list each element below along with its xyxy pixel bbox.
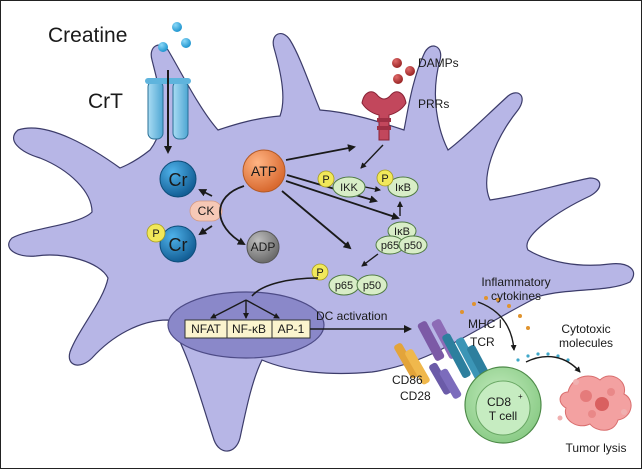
cytotoxic-molecule-dots bbox=[516, 352, 570, 362]
ck-curve-arrow bbox=[219, 185, 246, 245]
label-inflammatory: Inflammatory bbox=[481, 275, 550, 289]
prr-receptor bbox=[361, 91, 407, 141]
label-ikk: IKK bbox=[340, 182, 358, 194]
label-ikb: IκB bbox=[395, 182, 411, 194]
label-ikb-complex: IκB bbox=[394, 226, 410, 238]
cytotoxic-arrow bbox=[525, 355, 581, 373]
cr-ball-bottom bbox=[159, 225, 197, 263]
ck-pill bbox=[189, 200, 223, 222]
cd86-cd28-receptors bbox=[394, 343, 462, 399]
ck-arrow-to-cr bbox=[198, 189, 213, 197]
mhc-tcr-receptors bbox=[417, 319, 492, 383]
label-p-p65: P bbox=[316, 267, 323, 279]
creatine-molecules bbox=[158, 22, 191, 52]
label-cr-top: Cr bbox=[169, 170, 188, 190]
label-p50-complex: p50 bbox=[404, 240, 422, 252]
arrow-nuclear-translocation bbox=[251, 277, 319, 297]
arrow-atp-to-ikb-p65 bbox=[285, 180, 400, 220]
label-p65: p65 bbox=[335, 280, 353, 292]
label-cd28: CD28 bbox=[400, 389, 431, 403]
ikb-pill bbox=[387, 176, 419, 198]
cytokine-arrow bbox=[477, 301, 517, 351]
label-p50: p50 bbox=[363, 280, 381, 292]
label-ck: CK bbox=[198, 204, 215, 218]
phosphate-on-ikb bbox=[376, 169, 394, 187]
phosphate-on-cr bbox=[146, 223, 166, 243]
label-tcr: TCR bbox=[470, 335, 495, 349]
arrow-atp-to-p65p50 bbox=[281, 190, 352, 250]
label-dc-activation: DC activation bbox=[316, 309, 387, 323]
arrow-prr-to-ikk bbox=[360, 144, 384, 169]
t-cell-nucleus bbox=[475, 380, 531, 436]
label-crt: CrT bbox=[88, 90, 123, 113]
label-p-cr: P bbox=[152, 228, 159, 240]
tumor-cell-cluster bbox=[557, 375, 632, 431]
label-cr-bottom: Cr bbox=[169, 235, 188, 255]
ck-arrow-to-pcr bbox=[198, 225, 213, 236]
label-cd8-superscript: + bbox=[518, 392, 523, 401]
atp-ball bbox=[242, 149, 286, 193]
phosphate-on-ikk bbox=[317, 170, 335, 188]
label-p-ikb: P bbox=[381, 173, 388, 185]
label-adp: ADP bbox=[251, 240, 276, 254]
label-ap1: AP-1 bbox=[278, 322, 305, 336]
label-damps: DAMPs bbox=[418, 56, 459, 70]
ikk-pill bbox=[332, 176, 366, 198]
arrow-complex-to-p65p50 bbox=[361, 253, 379, 267]
adp-ball bbox=[246, 230, 280, 264]
arrow-atp-to-ikk bbox=[285, 144, 356, 161]
label-p-ikk: P bbox=[322, 174, 329, 186]
label-cd86: CD86 bbox=[392, 373, 423, 387]
label-atp: ATP bbox=[251, 163, 277, 179]
label-cd8: CD8 bbox=[487, 395, 511, 409]
label-nfkb: NF-κB bbox=[232, 322, 266, 336]
label-nfat: NFAT bbox=[191, 322, 221, 336]
label-creatine: Creatine bbox=[48, 24, 127, 47]
label-cytokines: cytokines bbox=[491, 289, 541, 303]
label-cytotoxic: Cytotoxic bbox=[561, 322, 610, 336]
inflammatory-cytokine-dots bbox=[460, 296, 530, 330]
dendritic-cell-body bbox=[8, 32, 635, 452]
label-tumor-lysis: Tumor lysis bbox=[566, 441, 627, 455]
label-t-cell: T cell bbox=[489, 409, 517, 423]
arrow-to-ap1 bbox=[245, 299, 280, 319]
arrow-ikk-right bbox=[364, 186, 381, 192]
label-molecules: molecules bbox=[559, 336, 613, 350]
arrow-to-nfat bbox=[210, 299, 247, 319]
label-prrs: PRRs bbox=[418, 97, 449, 111]
phosphate-on-p65 bbox=[311, 263, 329, 281]
arrow-atp-to-ikb-complex bbox=[286, 174, 378, 204]
label-mhc: MHC I bbox=[468, 317, 502, 331]
p50-in-complex bbox=[398, 235, 428, 255]
label-p65-complex: p65 bbox=[381, 240, 399, 252]
cr-ball-top bbox=[159, 160, 197, 198]
damps-molecules bbox=[392, 58, 415, 84]
p50-pill bbox=[356, 274, 388, 296]
